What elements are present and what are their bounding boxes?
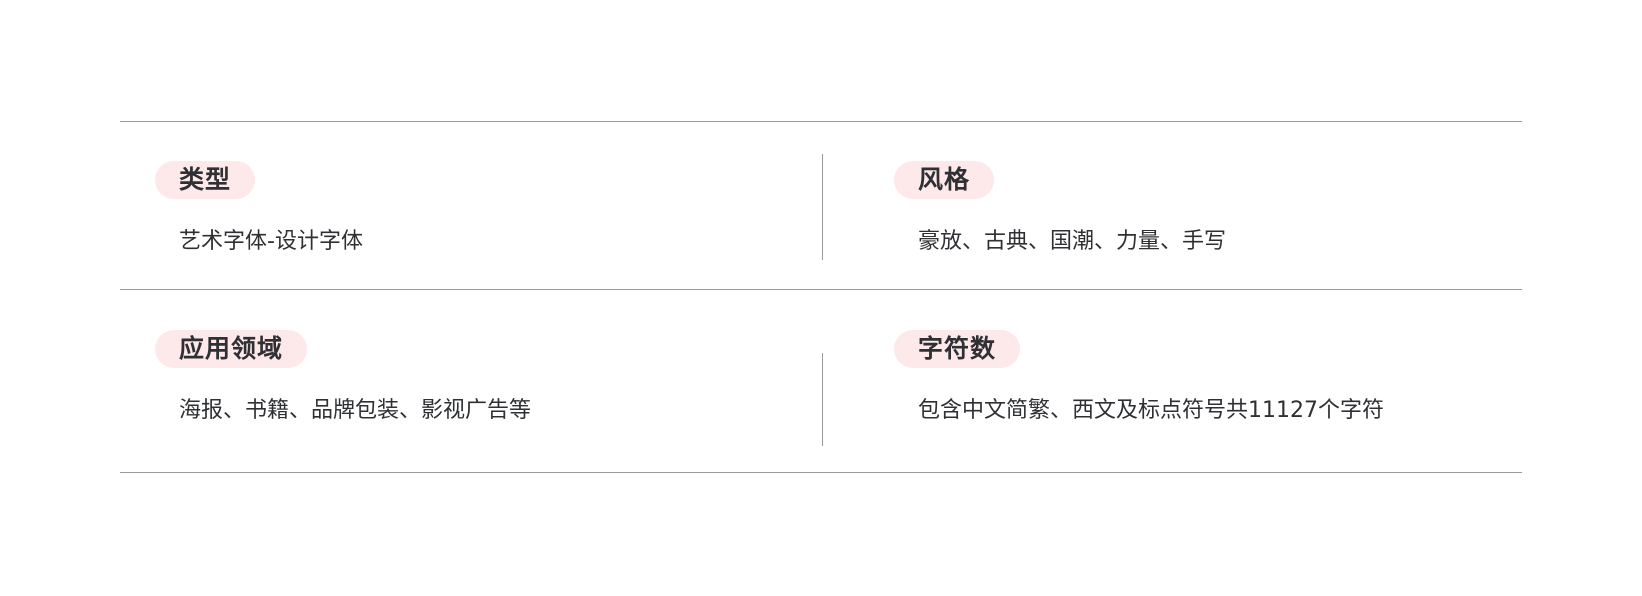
divider-vertical-bottom [822,353,823,446]
section-type: 类型 艺术字体-设计字体 [155,161,363,255]
divider-vertical-top [822,154,823,260]
section-label: 字符数 [894,330,1021,368]
section-application: 应用领域 海报、书籍、品牌包装、影视广告等 [155,330,531,424]
section-value: 豪放、古典、国潮、力量、手写 [918,229,1227,254]
section-label: 类型 [155,161,256,199]
section-value: 包含中文简繁、西文及标点符号共11127个字符 [918,398,1384,423]
divider-middle [120,289,1522,290]
divider-bottom [120,472,1522,473]
section-character-count: 字符数 包含中文简繁、西文及标点符号共11127个字符 [894,330,1384,424]
section-value: 艺术字体-设计字体 [179,229,363,254]
section-label: 风格 [894,161,995,199]
section-value: 海报、书籍、品牌包装、影视广告等 [179,398,532,423]
divider-top [120,121,1522,122]
section-label: 应用领域 [155,330,308,368]
section-style: 风格 豪放、古典、国潮、力量、手写 [894,161,1226,255]
